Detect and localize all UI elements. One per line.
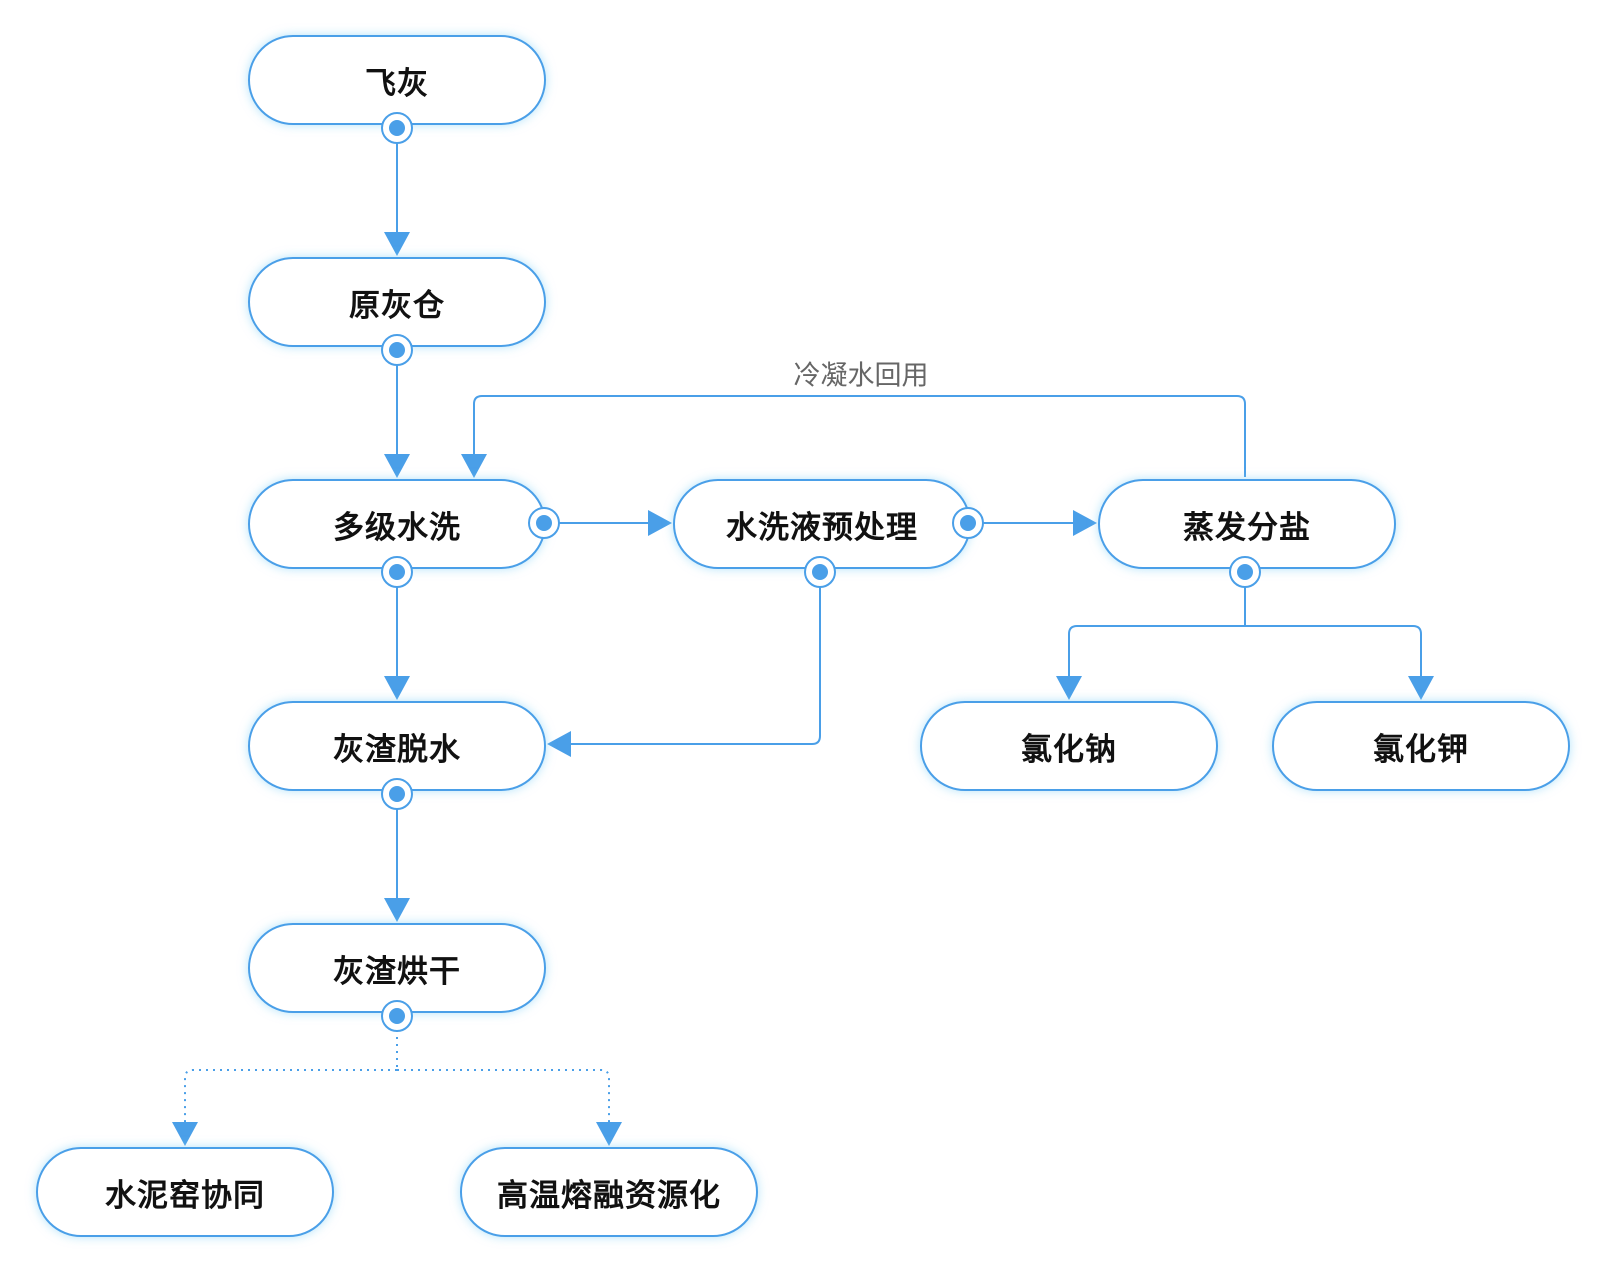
arrowhead-nacl: [1056, 676, 1082, 700]
node-fly-ash-label: 飞灰: [365, 65, 429, 102]
node-multistage-washing-label: 多级水洗: [333, 509, 461, 546]
edge-condensate-reuse: [473, 395, 1246, 477]
node-evaporation-salt-separation-label: 蒸发分盐: [1183, 509, 1311, 546]
node-slag-drying-label: 灰渣烘干: [333, 953, 461, 990]
node-cement-kiln: 水泥窑协同: [36, 1147, 334, 1237]
node-slag-dewatering-label: 灰渣脱水: [333, 731, 461, 768]
edge-evaporation-to-kcl: [1245, 625, 1422, 680]
node-raw-ash-silo-label: 原灰仓: [349, 287, 445, 324]
edge-drying-to-outputs: [184, 1016, 610, 1126]
arrowhead-drying: [384, 898, 410, 922]
node-slag-drying: 灰渣烘干: [248, 923, 546, 1013]
node-wash-liquid-pretreatment-label: 水洗液预处理: [726, 509, 918, 546]
arrowhead-raw-ash-silo: [384, 232, 410, 256]
node-cement-kiln-label: 水泥窑协同: [105, 1177, 265, 1214]
arrowhead-washing-from-silo: [384, 454, 410, 478]
node-slag-dewatering: 灰渣脱水: [248, 701, 546, 791]
edge-pretreatment-to-dewatering: [568, 572, 821, 745]
arrowhead-dewatering-from-washing: [384, 676, 410, 700]
arrowhead-dewatering-from-pretreatment: [547, 731, 571, 757]
arrowhead-cement-kiln: [172, 1122, 198, 1146]
node-wash-liquid-pretreatment: 水洗液预处理: [673, 479, 971, 569]
node-fly-ash: 飞灰: [248, 35, 546, 125]
arrowhead-kcl: [1408, 676, 1434, 700]
arrowhead-washing-from-condensate: [461, 454, 487, 478]
arrowhead-high-temp-melting: [596, 1122, 622, 1146]
node-evaporation-salt-separation: 蒸发分盐: [1098, 479, 1396, 569]
node-sodium-chloride: 氯化钠: [920, 701, 1218, 791]
node-raw-ash-silo: 原灰仓: [248, 257, 546, 347]
node-high-temp-melting-label: 高温熔融资源化: [497, 1177, 721, 1214]
node-potassium-chloride: 氯化钾: [1272, 701, 1570, 791]
edge-evaporation-to-nacl: [1068, 572, 1246, 680]
node-high-temp-melting: 高温熔融资源化: [460, 1147, 758, 1237]
node-potassium-chloride-label: 氯化钾: [1373, 731, 1469, 768]
node-sodium-chloride-label: 氯化钠: [1021, 731, 1117, 768]
arrowhead-pretreatment: [648, 510, 672, 536]
arrowhead-evaporation: [1073, 510, 1097, 536]
node-multistage-washing: 多级水洗: [248, 479, 546, 569]
edge-label-condensate-reuse: 冷凝水回用: [793, 360, 929, 392]
